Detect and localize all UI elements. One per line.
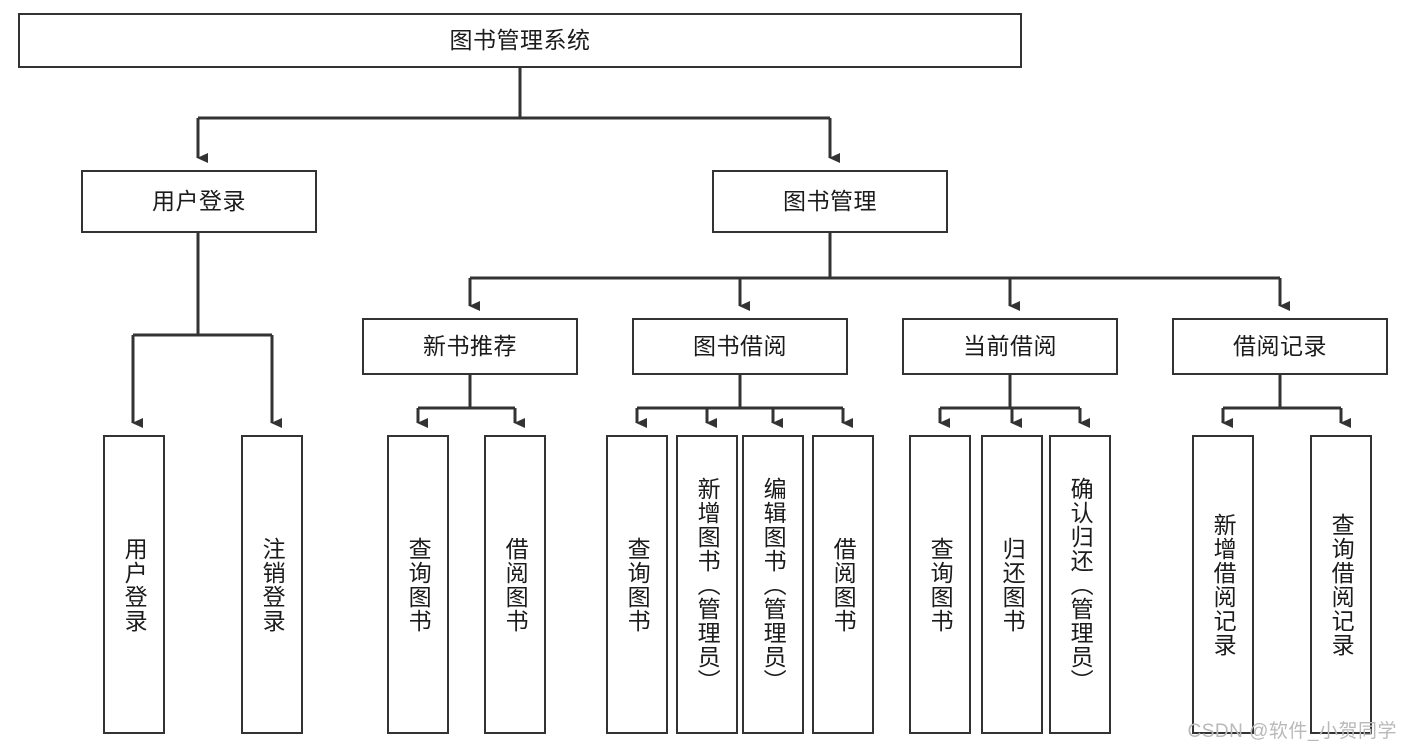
leaf-add-borrow-record-label: 新增借阅记录: [1210, 512, 1237, 657]
leaf-borrow-book-recommend-label: 借阅图书: [502, 536, 529, 633]
leaf-query-book-current[interactable]: 查询图书: [909, 435, 971, 734]
node-current-borrow-label: 当前借阅: [963, 333, 1057, 360]
leaf-query-book-borrow-label: 查询图书: [624, 536, 651, 633]
leaf-user-login[interactable]: 用户登录: [103, 435, 165, 734]
node-user-login-label: 用户登录: [152, 188, 246, 215]
leaf-query-book-recommend-label: 查询图书: [405, 536, 432, 633]
leaf-logout[interactable]: 注销登录: [241, 435, 303, 734]
leaf-add-book-admin[interactable]: 新增图书（管理员）: [676, 435, 738, 734]
leaf-add-book-admin-label: 新增图书（管理员）: [694, 476, 721, 693]
node-borrow-record-label: 借阅记录: [1233, 333, 1327, 360]
leaf-return-book[interactable]: 归还图书: [981, 435, 1043, 734]
leaf-query-book-borrow[interactable]: 查询图书: [606, 435, 668, 734]
node-book-management-label: 图书管理: [783, 188, 877, 215]
node-root[interactable]: 图书管理系统: [18, 13, 1022, 68]
leaf-query-borrow-record[interactable]: 查询借阅记录: [1310, 435, 1372, 734]
leaf-query-book-recommend[interactable]: 查询图书: [387, 435, 449, 734]
node-book-management[interactable]: 图书管理: [712, 170, 948, 233]
leaf-edit-book-admin[interactable]: 编辑图书（管理员）: [742, 435, 804, 734]
leaf-query-book-current-label: 查询图书: [927, 536, 954, 633]
node-book-borrow[interactable]: 图书借阅: [632, 318, 848, 375]
leaf-logout-label: 注销登录: [259, 536, 286, 633]
node-new-book-recommend-label: 新书推荐: [423, 333, 517, 360]
leaf-borrow-book-borrow[interactable]: 借阅图书: [812, 435, 874, 734]
leaf-query-borrow-record-label: 查询借阅记录: [1328, 512, 1355, 657]
node-current-borrow[interactable]: 当前借阅: [902, 318, 1118, 375]
node-root-label: 图书管理系统: [449, 27, 591, 54]
node-borrow-record[interactable]: 借阅记录: [1172, 318, 1388, 375]
node-user-login[interactable]: 用户登录: [81, 170, 317, 233]
leaf-edit-book-admin-label: 编辑图书（管理员）: [760, 476, 787, 693]
leaf-add-borrow-record[interactable]: 新增借阅记录: [1192, 435, 1254, 734]
leaf-return-book-label: 归还图书: [999, 536, 1026, 633]
leaf-borrow-book-recommend[interactable]: 借阅图书: [484, 435, 546, 734]
leaf-user-login-label: 用户登录: [121, 536, 148, 633]
leaf-confirm-return-admin[interactable]: 确认归还（管理员）: [1049, 435, 1111, 734]
node-book-borrow-label: 图书借阅: [693, 333, 787, 360]
node-new-book-recommend[interactable]: 新书推荐: [362, 318, 578, 375]
leaf-confirm-return-admin-label: 确认归还（管理员）: [1067, 476, 1094, 693]
leaf-borrow-book-borrow-label: 借阅图书: [830, 536, 857, 633]
